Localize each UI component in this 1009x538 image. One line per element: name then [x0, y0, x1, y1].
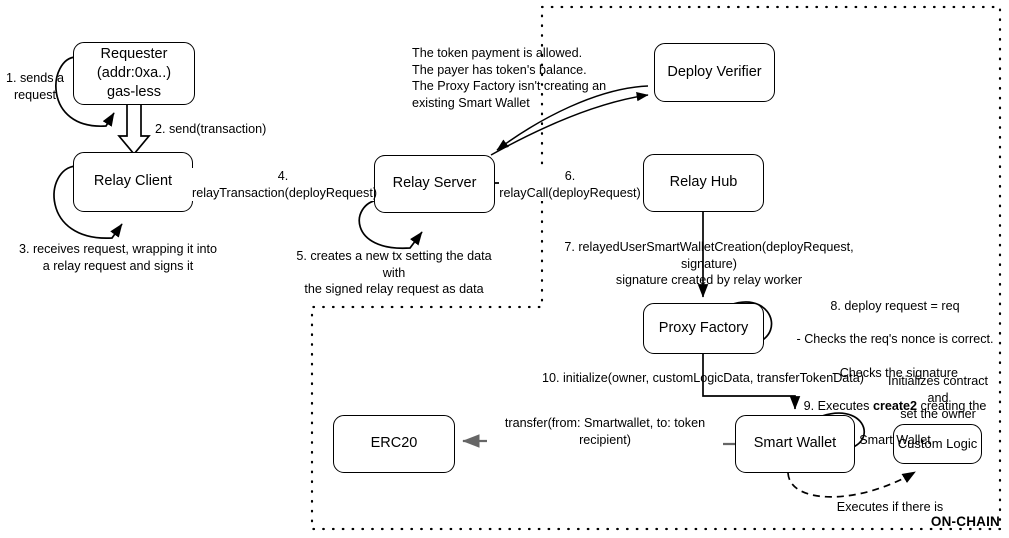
- arrow-relay-client-self: [53, 165, 123, 239]
- label-executes-note: Executes if there is: [836, 500, 944, 514]
- node-relay-server-label: Relay Server: [392, 175, 477, 192]
- step8-line1: 8. deploy request = req: [830, 298, 960, 313]
- label-step-7: 7. relayedUserSmartWalletCreation(deploy…: [564, 240, 854, 288]
- node-deploy-verifier-label: Deploy Verifier: [667, 63, 762, 80]
- label-on-chain: ON-CHAIN: [930, 514, 1000, 529]
- node-proxy-factory-label: Proxy Factory: [658, 319, 749, 336]
- arrow-relay-server-self: [358, 199, 423, 249]
- label-step-8-9: 8. deploy request = req - Checks the req…: [786, 281, 1004, 448]
- arrow-verifier-to-server: [496, 85, 649, 151]
- label-step-5: 5. creates a new tx setting the data wit…: [296, 249, 492, 297]
- arrow-send-transaction: [117, 105, 151, 156]
- step9-prefix: 9. Executes: [803, 399, 873, 414]
- node-custom-logic[interactable]: Custom Logic: [893, 424, 982, 464]
- node-requester-label: Requester (addr:0xa..) gas-less: [96, 45, 172, 101]
- step9-create2: create2: [872, 399, 918, 414]
- arrow-server-to-verifier: [490, 92, 649, 156]
- node-requester[interactable]: Requester (addr:0xa..) gas-less: [73, 42, 195, 105]
- node-erc20[interactable]: ERC20: [333, 415, 455, 473]
- label-step-6: 6. relayCall(deployRequest): [499, 168, 641, 202]
- node-erc20-label: ERC20: [370, 435, 418, 452]
- label-step-3: 3. receives request, wrapping it into a …: [18, 242, 218, 273]
- label-verifier-note: The token payment is allowed. The payer …: [412, 46, 607, 111]
- step9-suffix: creating the: [917, 399, 987, 414]
- step8-line3: - Checks the signature: [832, 365, 958, 380]
- arrow-requester-self: [55, 56, 115, 127]
- node-relay-hub-label: Relay Hub: [669, 174, 738, 191]
- label-init-note: Initializes contract and set the owner: [887, 374, 989, 422]
- step8-line2: - Checks the req's nonce is correct.: [796, 332, 994, 347]
- node-proxy-factory[interactable]: Proxy Factory: [643, 303, 764, 354]
- label-step-10: 10. initialize(owner, customLogicData, t…: [542, 371, 864, 385]
- node-smart-wallet-label: Smart Wallet: [753, 435, 837, 452]
- arrow-initialize: [702, 354, 801, 410]
- arrow-executes-custom-logic: [787, 471, 916, 498]
- node-relay-client-label: Relay Client: [93, 173, 173, 190]
- label-step-2: 2. send(transaction): [155, 122, 267, 136]
- step9-line5: Smart Wallet: [859, 432, 931, 447]
- node-smart-wallet[interactable]: Smart Wallet: [735, 415, 855, 473]
- node-relay-hub[interactable]: Relay Hub: [643, 154, 764, 212]
- node-deploy-verifier[interactable]: Deploy Verifier: [654, 43, 775, 102]
- node-custom-logic-label: Custom Logic: [897, 436, 978, 452]
- label-step-4: 4. relayTransaction(deployRequest): [192, 168, 378, 202]
- node-relay-client[interactable]: Relay Client: [73, 152, 193, 212]
- label-transfer: transfer(from: Smartwallet, to: token re…: [487, 415, 723, 449]
- node-relay-server[interactable]: Relay Server: [374, 155, 495, 213]
- label-step-1: 1. sends a request: [5, 71, 65, 102]
